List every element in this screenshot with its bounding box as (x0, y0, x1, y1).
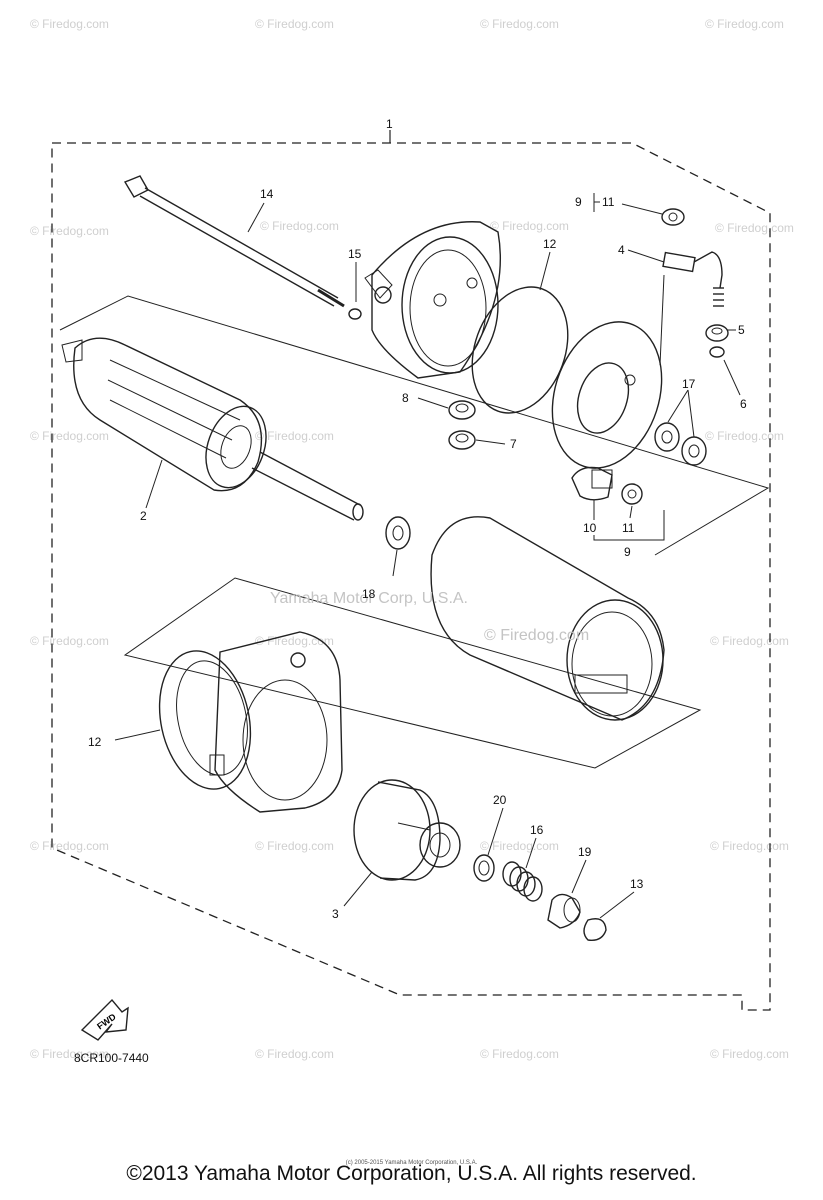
assembly-boundary (51, 142, 771, 1011)
o-ring-part (348, 308, 362, 320)
collar-part-8 (448, 400, 476, 420)
leader-lines (114, 193, 741, 919)
callout-7: 7 (510, 437, 517, 451)
watermark: © Firedog.com (260, 219, 339, 233)
large-o-ring-upper (471, 286, 569, 414)
spring-part-11 (621, 483, 643, 505)
long-bolt-part (123, 175, 345, 308)
watermark: © Firedog.com (480, 17, 559, 31)
circlip-part-13 (583, 918, 607, 941)
callout-12-upper: 12 (543, 237, 557, 251)
front-cover-part (158, 631, 343, 813)
callout-16: 16 (530, 823, 544, 837)
small-nut-part (661, 208, 685, 226)
callout-11: 11 (622, 521, 635, 535)
yoke-part: © Firedog.com (430, 516, 665, 721)
brush-part-10 (571, 466, 613, 501)
callouts: 1 2 3 4 5 6 7 8 9 11 10 11 9 12 12 13 14… (88, 117, 747, 921)
brush-plate-part (551, 321, 663, 469)
nut-part-5 (705, 324, 729, 342)
callout-5: 5 (738, 323, 745, 337)
callout-9-11: 11 (602, 195, 615, 209)
watermark: © Firedog.com (255, 1047, 334, 1061)
nut-part-7 (448, 430, 476, 450)
fwd-arrow-icon: FWD (80, 998, 129, 1041)
watermark: © Firedog.com (30, 1047, 109, 1061)
washer-part-6 (709, 346, 725, 358)
callout-19: 19 (578, 845, 592, 859)
callout-20: 20 (493, 793, 507, 807)
callout-8: 8 (402, 391, 409, 405)
assembly-plane-lower (123, 577, 702, 769)
small-copyright: (c) 2005-2015 Yamaha Motor Corporation, … (345, 1160, 478, 1166)
callout-1: 1 (386, 117, 393, 131)
callout-3: 3 (332, 907, 339, 921)
watermark: © Firedog.com (490, 219, 569, 233)
spring-part-16 (502, 861, 543, 902)
watermark: © Firedog.com (710, 1047, 789, 1061)
callout-2: 2 (140, 509, 147, 523)
watermark: © Firedog.com (710, 839, 789, 853)
callout-9-top: 9 (575, 195, 582, 209)
callout-14: 14 (260, 187, 274, 201)
callout-4: 4 (618, 243, 625, 257)
lead-wire-part (659, 251, 724, 366)
callout-6: 6 (740, 397, 747, 411)
washer-part-18 (385, 516, 411, 550)
washer-part-17 (654, 422, 707, 466)
watermark: © Firedog.com (255, 17, 334, 31)
callout-13: 13 (630, 877, 644, 891)
callout-12-lower: 12 (88, 735, 102, 749)
watermark: © Firedog.com (715, 221, 794, 235)
watermark: © Firedog.com (705, 17, 784, 31)
watermark: © Firedog.com (30, 224, 109, 238)
body-watermark: © Firedog.com (484, 627, 589, 644)
washer-part-20 (473, 854, 495, 882)
watermark: © Firedog.com (30, 17, 109, 31)
rear-cover-part (364, 221, 501, 379)
watermark: © Firedog.com (30, 839, 109, 853)
collar-part-19 (547, 893, 581, 929)
watermark-grid: © Firedog.com © Firedog.com © Firedog.co… (30, 17, 794, 1061)
watermark: © Firedog.com (255, 839, 334, 853)
callout-18: 18 (362, 587, 376, 601)
watermark: © Firedog.com (705, 429, 784, 443)
watermark: © Firedog.com (255, 429, 334, 443)
callout-10: 10 (583, 521, 597, 535)
assembly-plane-upper (59, 295, 770, 556)
watermark: © Firedog.com (30, 429, 109, 443)
copyright-footer: ©2013 Yamaha Motor Corporation, U.S.A. A… (126, 1162, 697, 1185)
callout-15: 15 (348, 247, 362, 261)
diagram-code: 8CR100-7440 (74, 1051, 149, 1065)
watermark: © Firedog.com (480, 1047, 559, 1061)
armature-part (61, 337, 364, 521)
clutch-gear-part (353, 779, 461, 881)
watermark: © Firedog.com (30, 634, 109, 648)
callout-17: 17 (682, 377, 696, 391)
callout-9-bottom: 9 (624, 545, 631, 559)
watermark: © Firedog.com (710, 634, 789, 648)
yamaha-watermark: Yamaha Motor Corp, U.S.A. (270, 590, 468, 607)
watermark: © Firedog.com (255, 634, 334, 648)
watermark: © Firedog.com (480, 839, 559, 853)
